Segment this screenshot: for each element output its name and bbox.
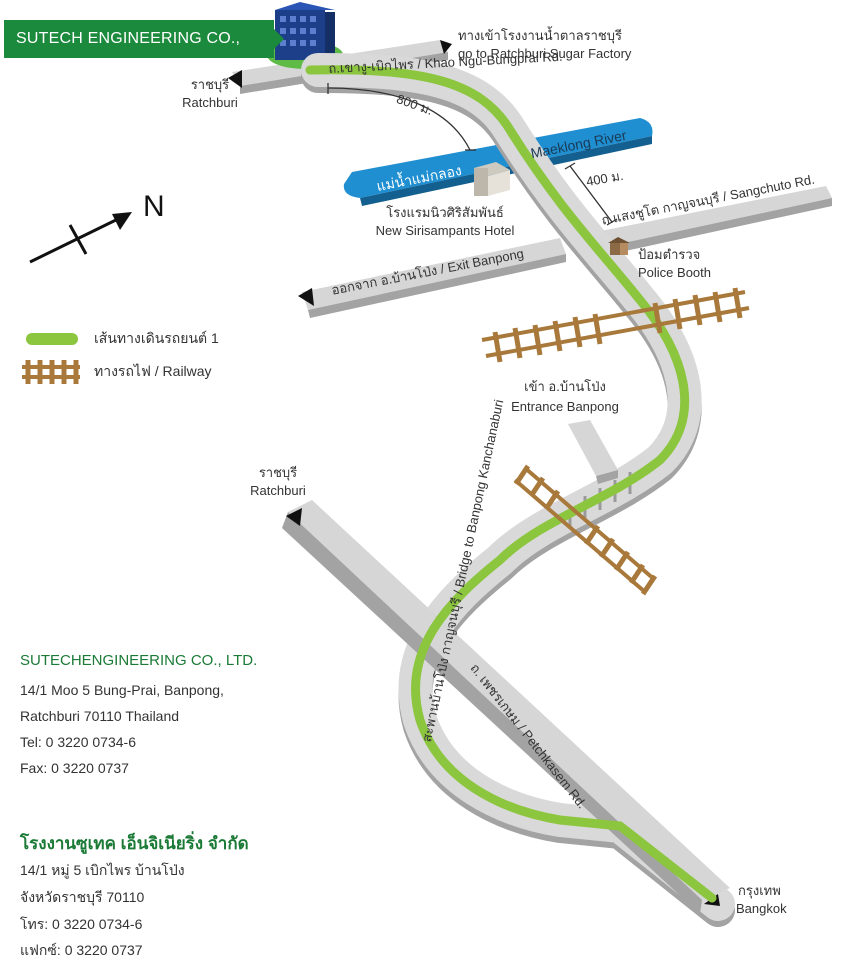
police-booth-icon <box>608 237 630 255</box>
contact-th-address1: 14/1 หมู่ 5 เบิกไพร บ้านโป่ง <box>20 862 185 878</box>
ratchburi-arrow-icon <box>228 70 242 88</box>
north-arrow-icon <box>29 212 132 264</box>
bangkok-label-en: Bangkok <box>736 901 787 916</box>
distance-800 <box>327 83 476 151</box>
sangchuto-road <box>596 186 832 256</box>
ratchburi-mid-arrow-icon <box>286 508 302 526</box>
banner-pointer <box>274 29 284 49</box>
legend-railway-label: ทางรถไฟ / Railway <box>94 363 212 379</box>
sugar-factory-label-th: ทางเข้าโรงงานน้ำตาลราชบุรี <box>458 28 622 43</box>
contact-en-fax: Fax: 0 3220 0737 <box>20 760 129 776</box>
distance-400 <box>564 162 618 226</box>
contact-en-name: SUTECHENGINEERING CO., LTD. <box>20 652 258 669</box>
contact-en-address2: Ratchburi 70110 Thailand <box>20 708 180 724</box>
contact-th-name: โรงงานซูเทค เอ็นจิเนียริ่ง จำกัด <box>20 834 249 853</box>
ratchburi-mid-label-th: ราชบุรี <box>258 465 298 480</box>
contact-th-tel: โทร: 0 3220 0734-6 <box>20 916 143 932</box>
petchkasem-road <box>282 500 730 914</box>
green-route <box>305 65 717 903</box>
north-label: N <box>143 190 165 223</box>
factory-building-icon <box>267 2 343 69</box>
exit-banpong-road <box>298 238 566 318</box>
entrance-banpong-road <box>568 420 618 484</box>
hotel-building-icon <box>474 162 510 196</box>
railway-1 <box>481 287 750 363</box>
legend-railway-swatch <box>22 360 80 384</box>
hotel-label-th: โรงแรมนิวศิริสัมพันธ์ <box>386 205 504 220</box>
entrance-label-th: เข้า อ.บ้านโป่ง <box>524 379 606 394</box>
contact-th-address2: จังหวัดราชบุรี 70110 <box>20 889 145 905</box>
ratchburi-mid-label-en: Ratchburi <box>250 483 306 498</box>
ratchburi-top-label-th: ราชบุรี <box>190 77 230 92</box>
ratchburi-top-label-en: Ratchburi <box>182 95 238 110</box>
contact-en-address1: 14/1 Moo 5 Bung-Prai, Banpong, <box>20 682 224 698</box>
bangkok-label-th: กรุงเทพ <box>738 883 781 898</box>
railway-2 <box>513 464 658 596</box>
exit-arrow-icon <box>298 288 314 306</box>
police-label-th: ป้อมตำรวจ <box>638 247 701 262</box>
contact-en-tel: Tel: 0 3220 0734-6 <box>20 734 136 750</box>
legend-route-label: เส้นทางเดินรถยนต์ 1 <box>94 330 219 346</box>
entrance-label-en: Entrance Banpong <box>511 399 619 414</box>
sugar-factory-label-en: go to Ratchburi Sugar Factory <box>458 46 632 61</box>
company-banner: SUTECH ENGINEERING CO., LTD. <box>4 20 274 85</box>
contact-th-fax: แฟกซ์: 0 3220 0737 <box>20 942 143 958</box>
sugar-factory-arrow-icon <box>440 40 452 54</box>
legend-route-swatch <box>26 333 78 345</box>
hotel-label-en: New Sirisampants Hotel <box>375 223 515 238</box>
police-label-en: Police Booth <box>638 265 711 280</box>
